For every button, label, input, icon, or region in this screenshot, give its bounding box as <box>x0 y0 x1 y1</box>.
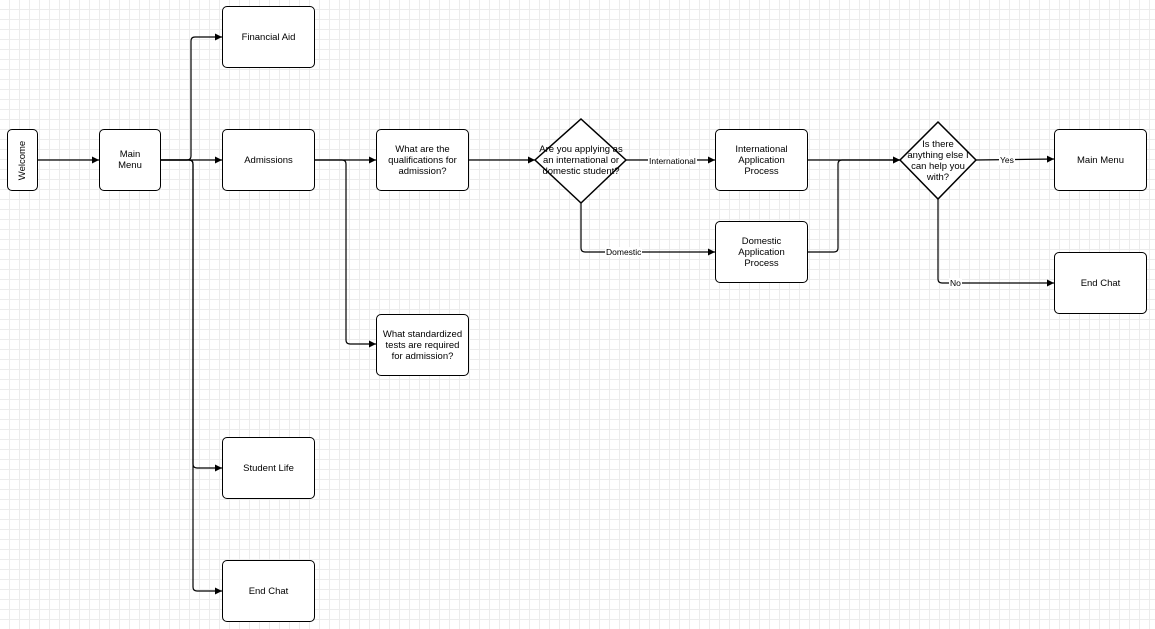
node-end-chat-final-label: End Chat <box>1080 277 1121 289</box>
node-main-menu-return-label: Main Menu <box>1077 154 1124 166</box>
node-domestic-process[interactable]: Domestic Application Process <box>715 221 808 283</box>
node-student-life-label: Student Life <box>243 462 294 474</box>
edge-main-menu-financial-aid <box>161 33 222 161</box>
node-main-menu[interactable]: Main Menu <box>99 129 161 191</box>
node-student-life[interactable]: Student Life <box>222 437 315 499</box>
edge-label-yes: Yes <box>999 155 1015 165</box>
decision-anything-else-label: Is there anything else I can help you wi… <box>907 138 969 183</box>
edge-label-no: No <box>949 278 962 288</box>
node-international-process[interactable]: International Application Process <box>715 129 808 191</box>
edge-main-menu-student-life <box>161 159 222 472</box>
edge-label-international: International <box>648 156 697 166</box>
edge-anything-else-no <box>937 199 1054 287</box>
edge-decision-domestic <box>580 203 715 256</box>
node-end-chat[interactable]: End Chat <box>222 560 315 622</box>
edge-label-domestic: Domestic <box>605 247 643 257</box>
edge-domestic-anything-else <box>808 156 900 253</box>
edge-anything-else-yes <box>975 155 1055 163</box>
node-main-menu-label: Main Menu <box>118 149 142 171</box>
decision-diamond-anything-else[interactable] <box>898 120 978 201</box>
decision-student-type-label: Are you applying as an international or … <box>539 143 623 177</box>
node-financial-aid-label: Financial Aid <box>241 31 296 43</box>
node-welcome[interactable]: Welcome <box>7 129 38 191</box>
edge-admissions-standardized-tests <box>315 159 376 348</box>
node-main-menu-return[interactable]: Main Menu <box>1054 129 1147 191</box>
node-standardized-tests-label: What standardized tests are required for… <box>382 328 463 362</box>
node-qualifications[interactable]: What are the qualifications for admissio… <box>376 129 469 191</box>
node-admissions[interactable]: Admissions <box>222 129 315 191</box>
node-end-chat-final[interactable]: End Chat <box>1054 252 1147 314</box>
node-admissions-label: Admissions <box>244 154 293 166</box>
decision-diamond-student-type[interactable] <box>533 117 628 205</box>
node-financial-aid[interactable]: Financial Aid <box>222 6 315 68</box>
node-standardized-tests[interactable]: What standardized tests are required for… <box>376 314 469 376</box>
edge-main-menu-end-chat <box>161 159 222 595</box>
node-qualifications-label: What are the qualifications for admissio… <box>388 143 457 177</box>
node-welcome-label: Welcome <box>17 140 29 180</box>
node-domestic-process-label: Domestic Application Process <box>738 235 785 269</box>
node-international-process-label: International Application Process <box>735 143 788 177</box>
node-end-chat-label: End Chat <box>248 585 289 597</box>
